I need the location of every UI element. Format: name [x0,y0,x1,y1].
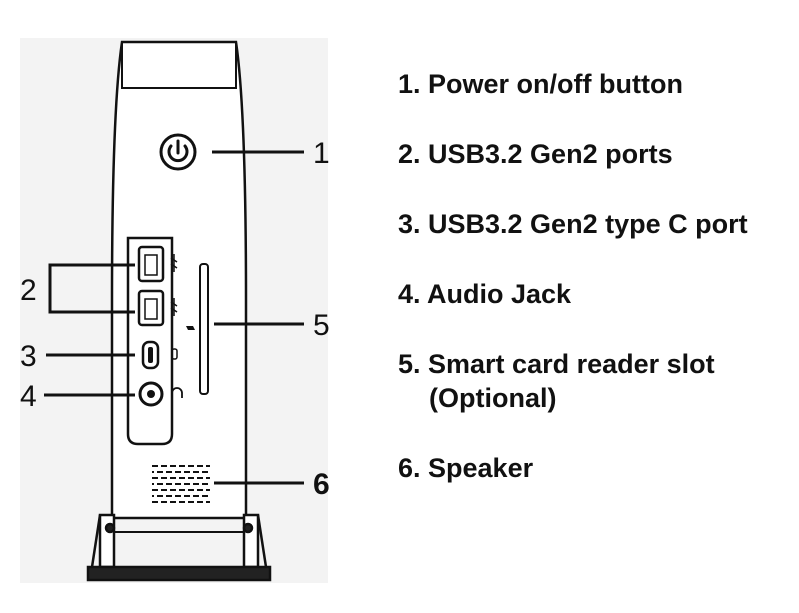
usb-port-2 [137,289,178,327]
callout-6: 6 [313,468,330,501]
headphone-icon [171,387,183,398]
audio-jack [138,381,183,407]
legend-item-speaker: 6. Speaker [398,451,533,485]
power-icon [167,139,189,163]
legend-label: 2. USB3.2 Gen2 ports [398,139,673,169]
speaker-grille [152,465,210,503]
usb-icon [170,254,178,272]
legend-item-power: 1. Power on/off button [398,67,683,101]
callout-2: 2 [20,274,37,307]
legend-label: 1. Power on/off button [398,69,683,99]
legend-item-usb: 2. USB3.2 Gen2 ports [398,137,673,171]
tower-stand [86,513,272,582]
callout-3: 3 [20,340,37,373]
usb-c-icon [171,348,178,360]
callout-lines [44,150,304,485]
callout-4: 4 [20,380,37,413]
legend-item-card-reader: 5. Smart card reader slot (Optional) [398,347,715,415]
legend-label: 5. Smart card reader slot [398,349,715,379]
smart-card-slot [186,263,209,395]
legend-item-usb-c: 3. USB3.2 Gen2 type C port [398,207,748,241]
card-icon [186,326,195,330]
legend-label: 4. Audio Jack [398,279,572,309]
legend-label-continuation: (Optional) [429,383,557,413]
callout-1: 1 [313,137,330,170]
legend-item-audio: 4. Audio Jack [398,277,571,311]
usb-c-port [141,340,178,370]
usb-port-1 [137,245,178,283]
power-button [159,133,197,171]
callout-5: 5 [313,309,330,342]
legend-label: 6. Speaker [398,453,534,483]
usb-icon [170,298,178,316]
legend-label: 3. USB3.2 Gen2 type C port [398,209,748,239]
